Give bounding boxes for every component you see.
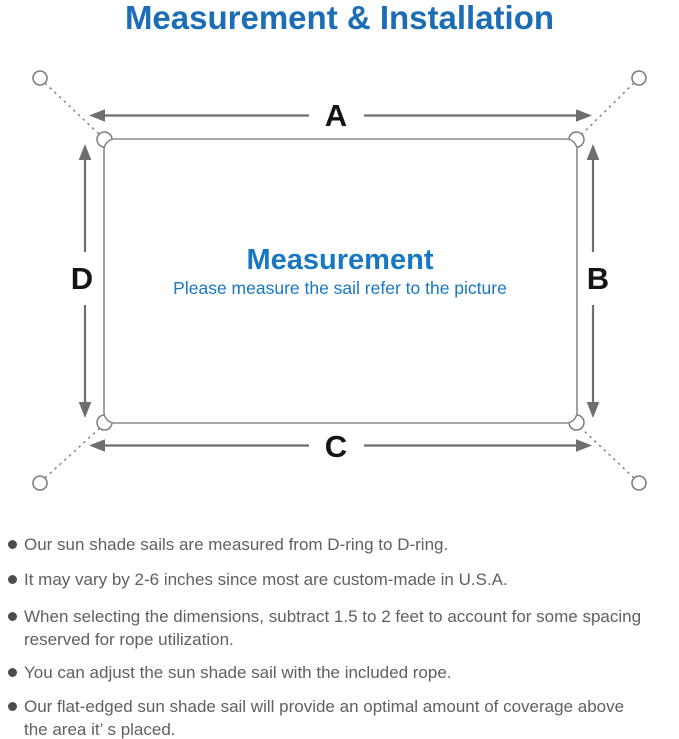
anchor-ring-icon-bottom-right xyxy=(631,475,647,491)
anchor-ring-icon-top-right xyxy=(631,70,647,86)
dimension-label-a: A xyxy=(325,98,347,133)
note-text: It may vary by 2-6 inches since most are… xyxy=(24,570,508,589)
bullet-dot-icon xyxy=(8,540,17,549)
anchor-ring-icon-bottom-left xyxy=(32,475,48,491)
anchor-ring-icon-top-left xyxy=(32,70,48,86)
bullet-dot-icon xyxy=(8,702,17,711)
bullet-dot-icon xyxy=(8,575,17,584)
bullet-dot-icon xyxy=(8,668,17,677)
note-text: You can adjust the sun shade sail with t… xyxy=(24,663,452,682)
measure-arrows xyxy=(78,109,600,452)
anchor-rings xyxy=(32,70,647,491)
measure-arrow-b xyxy=(586,144,600,418)
rope-dashed-line-top-left xyxy=(44,82,101,136)
sail-outline xyxy=(103,138,578,424)
page-title: Measurement & Installation xyxy=(124,0,555,36)
rope-dashed-line-bottom-left xyxy=(44,427,101,479)
bullet-dot-icon xyxy=(8,612,17,621)
dimension-label-d: D xyxy=(71,261,93,296)
center-caption: Please measure the sail refer to the pic… xyxy=(173,278,507,298)
note-text: Our flat-edged sun shade sail will provi… xyxy=(24,697,625,739)
note-text: When selecting the dimensions, subtract … xyxy=(24,607,642,649)
rope-dashed-line-top-right xyxy=(580,82,635,136)
measure-arrow-a xyxy=(89,109,592,122)
measurement-diagram: A B C D Measurement Please measure the s… xyxy=(32,70,647,491)
center-heading: Measurement xyxy=(247,244,434,276)
measure-arrow-c xyxy=(89,439,592,452)
rope-dashed-line-bottom-right xyxy=(580,427,635,479)
note-text: Our sun shade sails are measured from D-… xyxy=(24,535,449,554)
rope-dashed-lines xyxy=(44,82,635,479)
dimension-label-b: B xyxy=(587,261,609,296)
dimension-label-c: C xyxy=(325,429,347,464)
measure-arrow-d xyxy=(78,144,92,418)
